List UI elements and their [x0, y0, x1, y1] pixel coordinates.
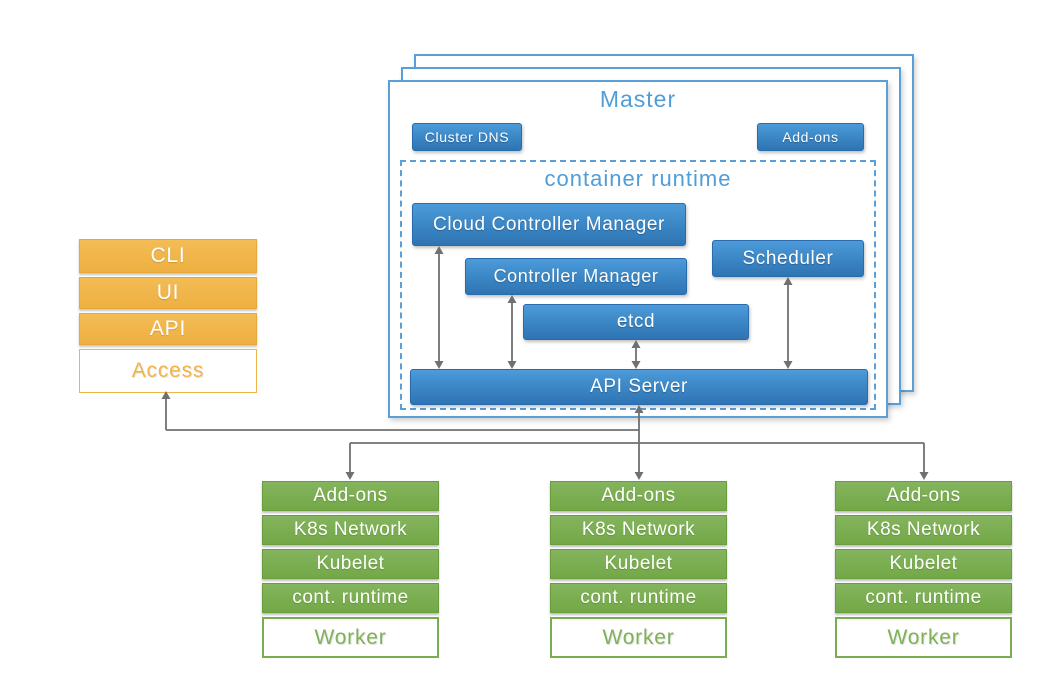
worker3-cont-runtime: cont. runtime [835, 583, 1012, 613]
worker1-k8s-network: K8s Network [262, 515, 439, 545]
add-ons-node: Add-ons [757, 123, 864, 151]
worker2-k8s-network: K8s Network [550, 515, 727, 545]
worker2-add-ons: Add-ons [550, 481, 727, 511]
access-label: Access [79, 349, 257, 393]
container-runtime-title: container runtime [544, 166, 732, 191]
worker-stack-3: Add-ons K8s Network Kubelet cont. runtim… [835, 481, 1012, 658]
worker1-label: Worker [262, 617, 439, 658]
controller-manager-node: Controller Manager [465, 258, 687, 295]
cli-node: CLI [79, 239, 257, 273]
worker1-add-ons: Add-ons [262, 481, 439, 511]
worker2-kubelet: Kubelet [550, 549, 727, 579]
cloud-controller-manager-node: Cloud Controller Manager [412, 203, 686, 246]
worker3-k8s-network: K8s Network [835, 515, 1012, 545]
worker2-label: Worker [550, 617, 727, 658]
cluster-dns-node: Cluster DNS [412, 123, 522, 151]
api-server-node: API Server [410, 369, 868, 405]
worker-stack-1: Add-ons K8s Network Kubelet cont. runtim… [262, 481, 439, 658]
scheduler-node: Scheduler [712, 240, 864, 277]
worker1-cont-runtime: cont. runtime [262, 583, 439, 613]
worker1-kubelet: Kubelet [262, 549, 439, 579]
worker-stack-2: Add-ons K8s Network Kubelet cont. runtim… [550, 481, 727, 658]
access-stack: CLI UI API Access [79, 239, 257, 393]
worker2-cont-runtime: cont. runtime [550, 583, 727, 613]
master-title: Master [599, 86, 677, 112]
connector-worker-bus [345, 442, 929, 480]
worker3-add-ons: Add-ons [835, 481, 1012, 511]
worker3-label: Worker [835, 617, 1012, 658]
ui-node: UI [79, 277, 257, 309]
api-node: API [79, 313, 257, 345]
worker3-kubelet: Kubelet [835, 549, 1012, 579]
etcd-node: etcd [523, 304, 749, 340]
